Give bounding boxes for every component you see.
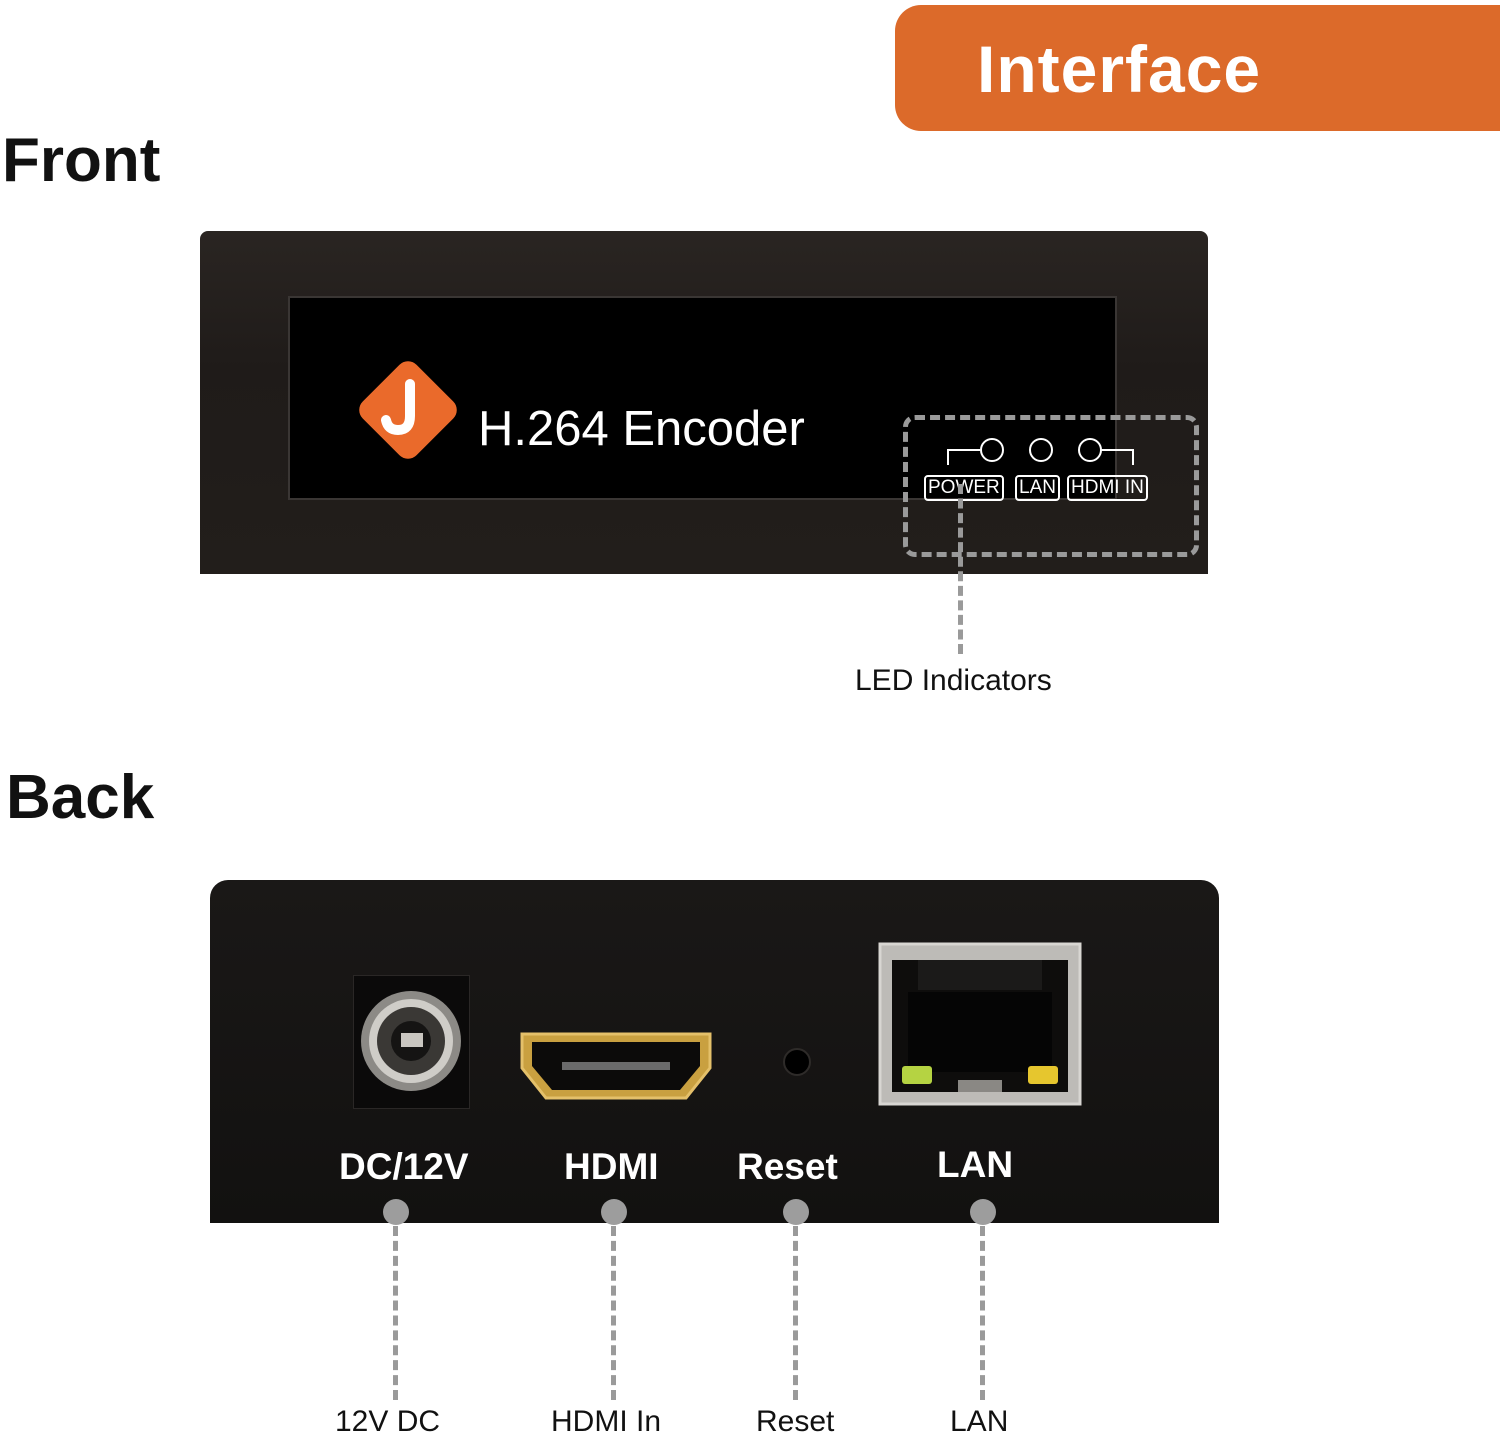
front-display-window: H.264 Encoder POWER LAN HDMI IN <box>288 296 1199 557</box>
led-callout-line <box>958 484 963 654</box>
front-panel: H.264 Encoder POWER LAN HDMI IN <box>200 231 1208 574</box>
led-indicators-callout: LED Indicators <box>855 664 1052 697</box>
hdmi-callout-line <box>611 1226 616 1400</box>
hdmi-in-callout: HDMI In <box>551 1405 662 1438</box>
port-label-lan: LAN <box>937 1144 1014 1185</box>
lan-led-icon <box>1029 438 1053 462</box>
port-label-hdmi: HDMI <box>564 1146 659 1187</box>
led-label-lan: LAN <box>1015 475 1060 501</box>
hdmi-led-icon <box>1078 438 1102 462</box>
lan-callout-line <box>980 1226 985 1400</box>
dc-callout-line <box>393 1226 398 1400</box>
back-panel: DC/12V HDMI Reset LAN <box>210 880 1219 1223</box>
reset-callout: Reset <box>756 1405 835 1438</box>
reset-pinhole-icon <box>783 1048 811 1076</box>
reset-callout-marker <box>783 1199 809 1225</box>
banner-title: Interface <box>977 32 1262 106</box>
lan-port-icon <box>878 942 1082 1106</box>
dc-callout: 12V DC <box>335 1405 441 1438</box>
dc-callout-marker <box>383 1199 409 1225</box>
power-led-icon <box>980 438 1004 462</box>
reset-callout-line <box>793 1226 798 1400</box>
led-label-hdmi-in: HDMI IN <box>1067 475 1148 501</box>
product-title: H.264 Encoder <box>478 402 805 456</box>
lan-callout-marker <box>970 1199 996 1225</box>
led-label-power: POWER <box>924 475 1004 501</box>
dc-jack-icon <box>353 975 470 1109</box>
back-heading: Back <box>6 763 155 832</box>
front-heading: Front <box>2 126 161 195</box>
hdmi-callout-marker <box>601 1199 627 1225</box>
led-lines <box>947 449 1134 465</box>
brand-logo-icon <box>359 361 457 459</box>
led-indicator-box: POWER LAN HDMI IN <box>903 415 1199 557</box>
lan-callout: LAN <box>950 1405 1009 1438</box>
port-label-reset: Reset <box>737 1146 838 1187</box>
interface-banner: Interface <box>895 5 1500 131</box>
port-label-dc: DC/12V <box>339 1146 469 1187</box>
hdmi-port-icon <box>520 1032 712 1100</box>
